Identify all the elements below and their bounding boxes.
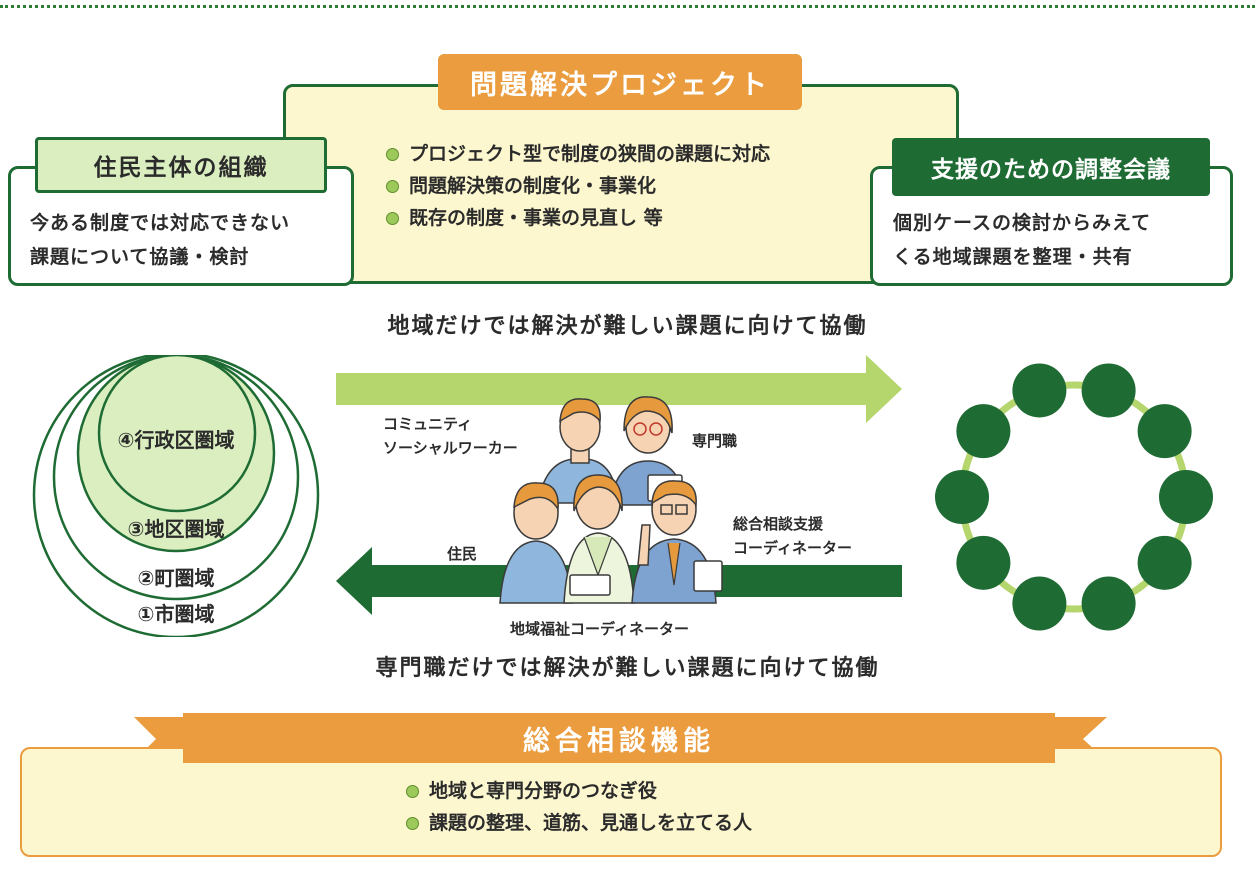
bullet-icon (386, 211, 399, 225)
area-circles (32, 355, 320, 637)
consultation-coordinator-figure (631, 480, 723, 604)
network-node-icon (935, 470, 989, 524)
caption-top: 地域だけでは解決が難しい課題に向けて協働 (387, 314, 868, 339)
role-welfare-coordinator: 地域福祉コーディネーター (510, 620, 689, 638)
function-title: 総合相談機能 (183, 713, 1055, 763)
role-consultation-coordinator: 総合相談支援 コーディネーター (733, 515, 852, 557)
role-community-social-worker: コミュニティ ソーシャルワーカー (383, 415, 518, 457)
network-node-icon (1012, 363, 1067, 418)
bullet-icon (406, 816, 419, 830)
coordination-meeting-description: 個別ケースの検討からみえて くる地域課題を整理・共有 (893, 212, 1152, 268)
bullet-icon (406, 784, 419, 798)
function-list: 地域と専門分野のつなぎ役 課題の整理、道筋、見通しを立てる人 (406, 775, 752, 839)
area-label-district: ③地区圏域 (127, 517, 225, 541)
list-item: プロジェクト型で制度の狭間の課題に対応 (386, 138, 770, 170)
area-label-town: ②町圏域 (137, 566, 215, 590)
list-item: 問題解決策の制度化・事業化 (386, 170, 770, 202)
project-list: プロジェクト型で制度の狭間の課題に対応 問題解決策の制度化・事業化 既存の制度・… (386, 138, 770, 234)
area-ward-circle (97, 355, 257, 513)
coordination-meeting-title: 支援のための調整会議 (892, 138, 1210, 196)
network-node-icon (1159, 470, 1213, 524)
role-specialist: 専門職 (692, 432, 738, 450)
resident-org-description: 今ある制度では対応できない 課題について協議・検討 (30, 212, 291, 268)
list-item: 課題の整理、道筋、見通しを立てる人 (406, 807, 752, 839)
people-illustration (499, 396, 723, 604)
network-node-icon (956, 404, 1011, 459)
network-node-icon (1012, 576, 1067, 631)
resident-figure (499, 482, 573, 604)
resident-org-title: 住民主体の組織 (35, 137, 327, 193)
network-node-icon (1081, 363, 1136, 418)
network-node-icon (1081, 576, 1136, 631)
area-label-ward: ④行政区圏域 (117, 428, 235, 452)
network-node-icon (956, 535, 1011, 590)
bullet-icon (386, 179, 399, 193)
caption-bottom: 専門職だけでは解決が難しい課題に向けて協働 (375, 656, 880, 681)
role-resident: 住民 (447, 545, 478, 563)
network-node-icon (1137, 535, 1192, 590)
area-label-city: ①市圏域 (137, 602, 215, 626)
top-dotted-divider (0, 5, 1255, 8)
list-item: 地域と専門分野のつなぎ役 (406, 775, 752, 807)
project-title: 問題解決プロジェクト (438, 54, 802, 110)
arrow-right-icon (336, 355, 902, 423)
coordinator-woman-figure (563, 474, 635, 604)
network-node-icon (1137, 404, 1192, 459)
list-item: 既存の制度・事業の見直し 等 (386, 202, 770, 234)
network-ring (935, 363, 1213, 631)
bullet-icon (386, 147, 399, 161)
